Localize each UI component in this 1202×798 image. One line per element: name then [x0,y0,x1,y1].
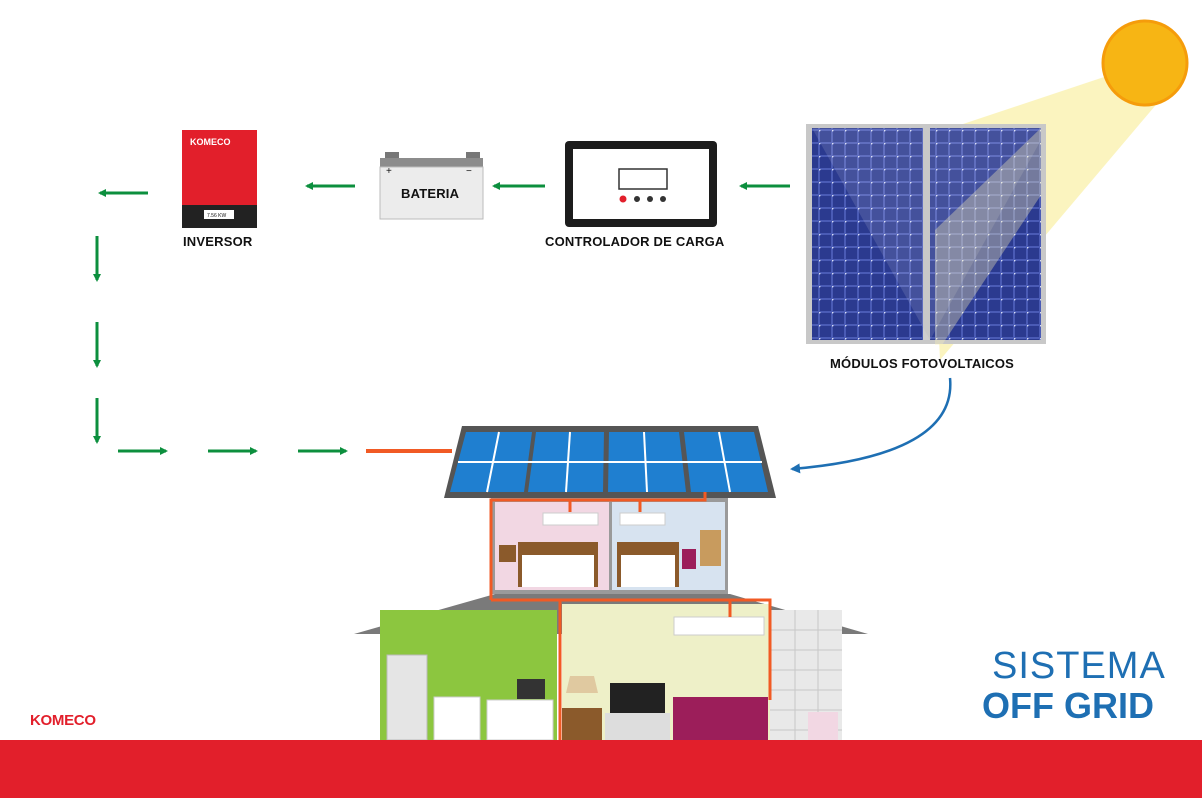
battery-plus: + [386,166,393,177]
battery-label: BATERIA [401,186,460,201]
beam-overlay [935,128,1041,345]
battery-icon [379,152,484,220]
house-illustration [354,426,868,741]
brand-logo: KOMECO [30,712,96,729]
inverter-label: INVERSOR [183,234,253,249]
ground-band [0,740,1202,798]
title-line2: OFF GRID [982,685,1154,726]
battery-minus: − [466,166,473,177]
controller-label: CONTROLADOR DE CARGA [545,234,725,249]
inverter-icon [182,130,257,228]
pv-modules-icon [806,124,1046,344]
title-line1: SISTEMA [992,645,1166,687]
charge-controller-icon [565,141,717,227]
curved-arrow [790,377,952,474]
modules-label: MÓDULOS FOTOVOLTAICOS [830,356,1015,371]
inverter-display: 7.56 KW [207,213,227,219]
inverter-brand: KOMECO [190,137,231,147]
